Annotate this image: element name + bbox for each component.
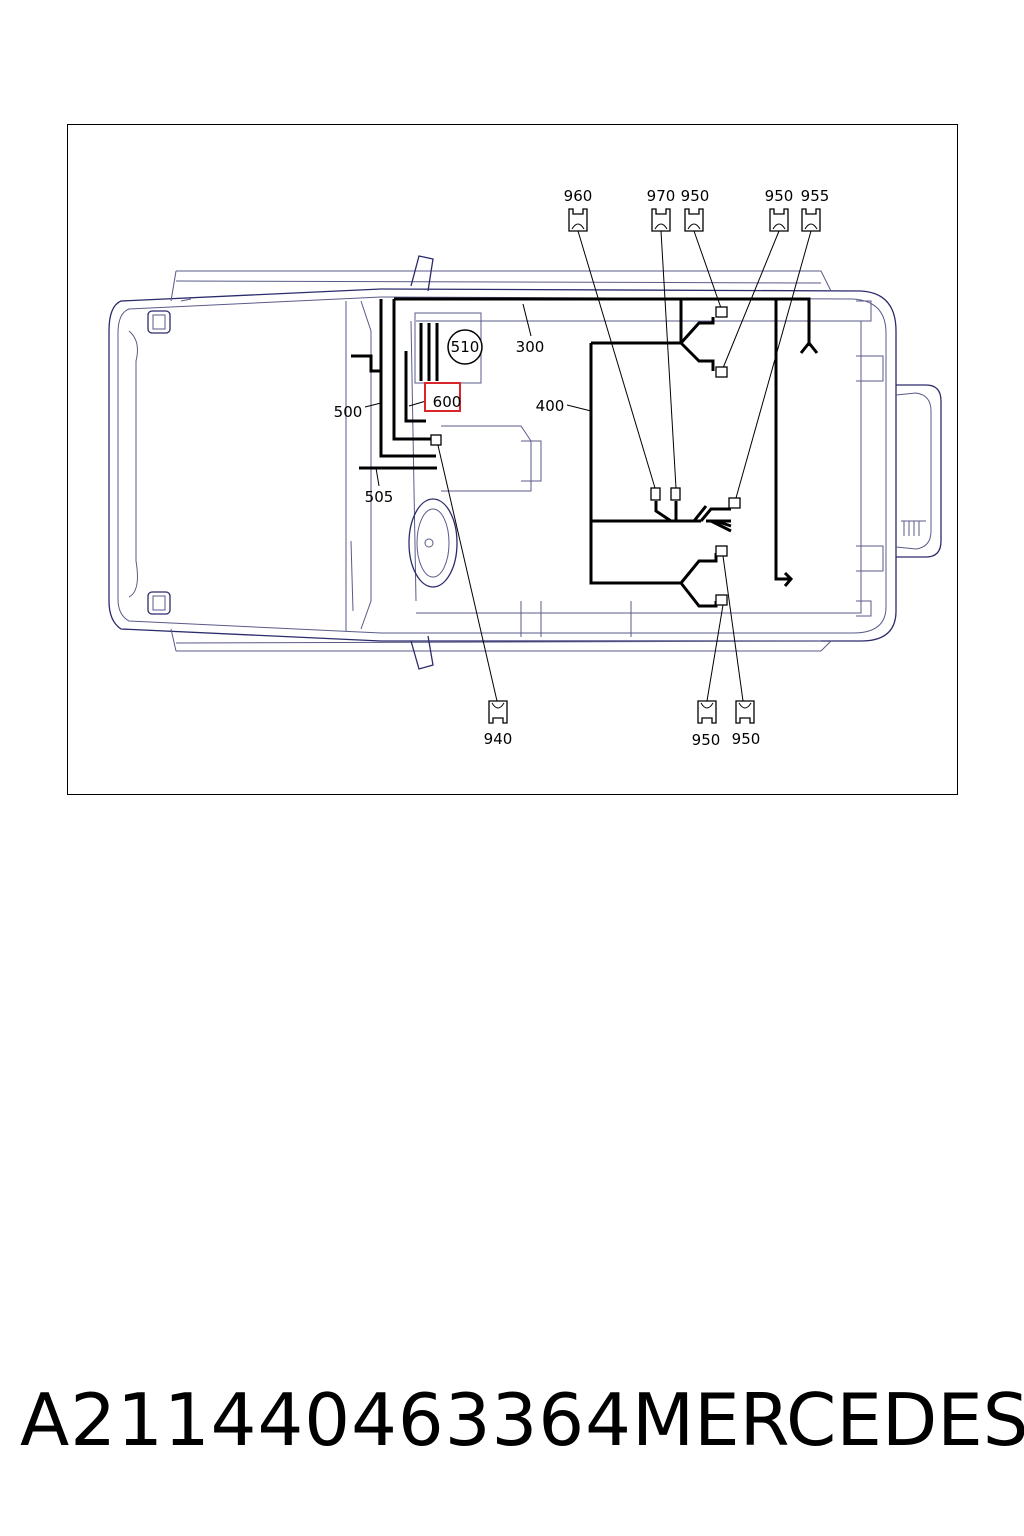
terminal-connectors (488, 208, 821, 724)
connector-950-top-b-icon (769, 208, 789, 232)
connector-940-icon (488, 700, 508, 724)
connector-950-top-a-icon (684, 208, 704, 232)
highlight-box-600 (424, 382, 461, 412)
label-955[interactable]: 955 (801, 187, 830, 205)
label-950-top-a[interactable]: 950 (681, 187, 710, 205)
connector-950-bot-b-icon (735, 700, 755, 724)
label-970[interactable]: 970 (647, 187, 676, 205)
label-950-bot-b[interactable]: 950 (732, 730, 761, 748)
leader-lines (364, 230, 812, 702)
label-500[interactable]: 500 (334, 403, 363, 421)
label-400[interactable]: 400 (536, 397, 565, 415)
label-300[interactable]: 300 (516, 338, 545, 356)
vehicle-outline (108, 255, 942, 670)
label-950-top-b[interactable]: 950 (765, 187, 794, 205)
label-950-bot-a[interactable]: 950 (692, 731, 721, 749)
diagram-frame: 960 970 950 950 955 510 300 400 500 600 … (67, 124, 958, 795)
connector-955-icon (801, 208, 821, 232)
part-labels: 960 970 950 950 955 510 300 400 500 600 … (334, 187, 830, 749)
label-940[interactable]: 940 (484, 730, 513, 748)
label-505[interactable]: 505 (365, 488, 394, 506)
connector-960-icon (568, 208, 588, 232)
connector-970-icon (651, 208, 671, 232)
caption: A211440463364 MERCEDES (0, 1378, 1024, 1468)
part-number: A211440463364 (20, 1378, 632, 1462)
item-510-circle (447, 329, 483, 365)
label-960[interactable]: 960 (564, 187, 593, 205)
harness-lines (351, 297, 819, 608)
label-510[interactable]: 510 (451, 338, 480, 356)
wiring-diagram: 960 970 950 950 955 510 300 400 500 600 … (108, 187, 942, 749)
connector-950-bot-a-icon (697, 700, 717, 724)
inline-connectors (430, 306, 741, 606)
label-600[interactable]: 600 (433, 393, 462, 411)
brand-name: MERCEDES (632, 1378, 1024, 1462)
